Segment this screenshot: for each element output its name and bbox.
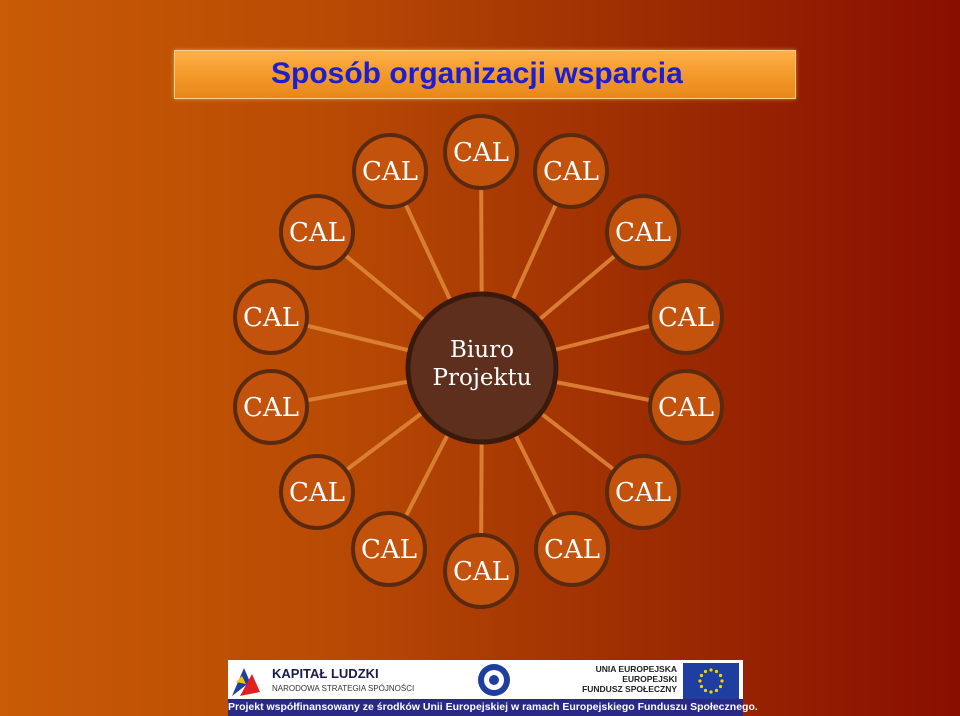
eu-star [709,668,713,672]
eu-fund-text: UNIA EUROPEJSKA EUROPEJSKI FUNDUSZ SPOŁE… [582,664,677,694]
cal-node: CAL [351,511,427,587]
cal-node: CAL [605,194,681,270]
cal-node-label: CAL [243,303,299,333]
eu-star [714,688,719,693]
cal-node: CAL [279,194,355,270]
cal-node-label: CAL [289,478,345,508]
eu-star [699,673,704,678]
cal-node-label: CAL [544,535,600,565]
cal-node-label: CAL [453,557,509,587]
page-title: Sposób organizacji wsparcia [271,57,683,90]
cal-node-label: CAL [543,157,599,187]
hub-label-line2: Projektu [432,365,531,391]
cal-node-circle [352,133,428,209]
cal-node-circle [605,454,681,530]
eu-star [699,684,704,689]
cal-node-circle [279,194,355,270]
hub-node: Biuro Projektu [405,291,559,445]
cal-node-circle [279,454,355,530]
cofinancing-strip: Projekt współfinansowany ze środków Unii… [228,699,758,716]
cal-node-label: CAL [453,138,509,168]
hub-spoke-diagram: CAL CAL CAL CAL CAL CAL CAL CAL CAL CAL CAL CAL CAL C… [233,114,724,609]
hub-label-line1: Biuro [450,337,514,363]
cal-node-label: CAL [362,157,418,187]
cal-node-label: CAL [615,218,671,248]
eu-star [720,679,724,683]
cal-node-circle [533,133,609,209]
eu-star [714,669,719,674]
footer-logos: KAPITAŁ LUDZKI NARODOWA STRATEGIA SPÓJNO… [228,660,758,716]
cal-node-circle [443,533,519,609]
program-title: KAPITAŁ LUDZKI [272,666,379,681]
nodes: CAL CAL CAL CAL CAL CAL CAL CAL CAL CAL CAL CAL CAL C… [233,114,724,609]
cal-node: CAL [233,279,309,355]
eu-star [703,688,708,693]
cal-node-circle [351,511,427,587]
cal-node-circle [443,114,519,190]
cal-node-label: CAL [658,393,714,423]
cal-node-label: CAL [615,478,671,508]
kapital-ludzki-logo-icon [230,662,264,698]
eu-line1: UNIA EUROPEJSKA [595,664,677,674]
cal-node-circle [534,511,610,587]
cal-node-circle [648,279,724,355]
eu-flag-icon [683,663,739,699]
cal-node: CAL [233,369,309,445]
cal-node: CAL [605,454,681,530]
cal-node-circle [605,194,681,270]
eu-star [718,673,723,678]
hub-circle [405,291,559,445]
cal-node-label: CAL [289,218,345,248]
eu-star [709,690,713,694]
cal-node: CAL [279,454,355,530]
cal-node-circle [233,279,309,355]
cal-node: CAL [534,511,610,587]
cal-node: CAL [443,114,519,190]
cal-node-label: CAL [243,393,299,423]
eu-line3: FUNDUSZ SPOŁECZNY [582,684,677,694]
cal-node: CAL [533,133,609,209]
cal-node-label: CAL [658,303,714,333]
cal-node: CAL [648,369,724,445]
cal-node: CAL [443,533,519,609]
eu-line2: EUROPEJSKI [622,674,677,684]
cal-node-label: CAL [361,535,417,565]
partner-logo-icon [478,664,510,696]
cal-node: CAL [352,133,428,209]
eu-star [718,684,723,689]
cal-node-circle [648,369,724,445]
eu-star [698,679,702,683]
eu-star [703,669,708,674]
title-banner: Sposób organizacji wsparcia [174,50,796,99]
cal-node: CAL [648,279,724,355]
cal-node-circle [233,369,309,445]
program-subtitle: NARODOWA STRATEGIA SPÓJNOŚCI [272,684,415,693]
